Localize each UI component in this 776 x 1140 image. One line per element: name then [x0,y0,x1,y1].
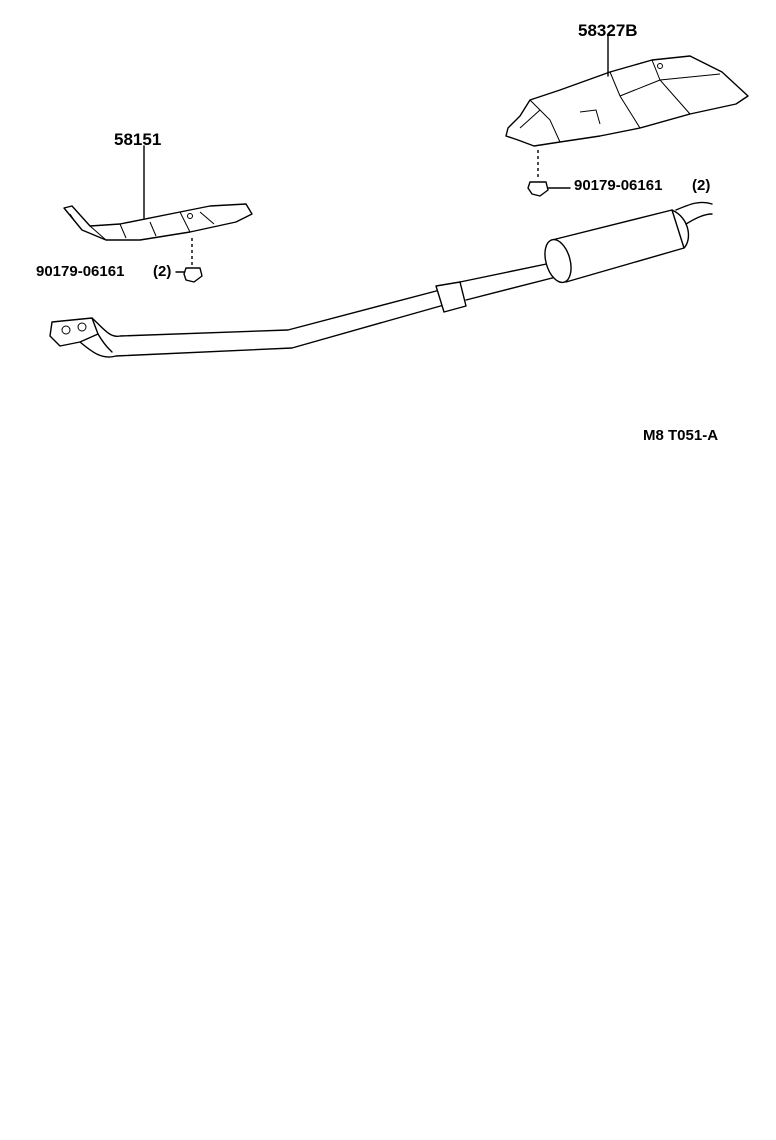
nut-left [175,238,203,283]
part-number-nut-left: 90179-06161 [36,263,125,280]
part-number-58151: 58151 [114,130,162,149]
nut-left-quantity: (2) [153,263,172,280]
nut-right [527,150,571,197]
heat-insulator-58151 [63,203,253,241]
nut-right-quantity: (2) [692,177,711,194]
exhaust-pipe [49,201,713,358]
figure-code: M8 T051-A [643,427,719,444]
heat-insulator-58327b [505,55,749,147]
part-number-nut-right: 90179-06161 [574,177,663,194]
part-number-58327b: 58327B [578,21,638,40]
